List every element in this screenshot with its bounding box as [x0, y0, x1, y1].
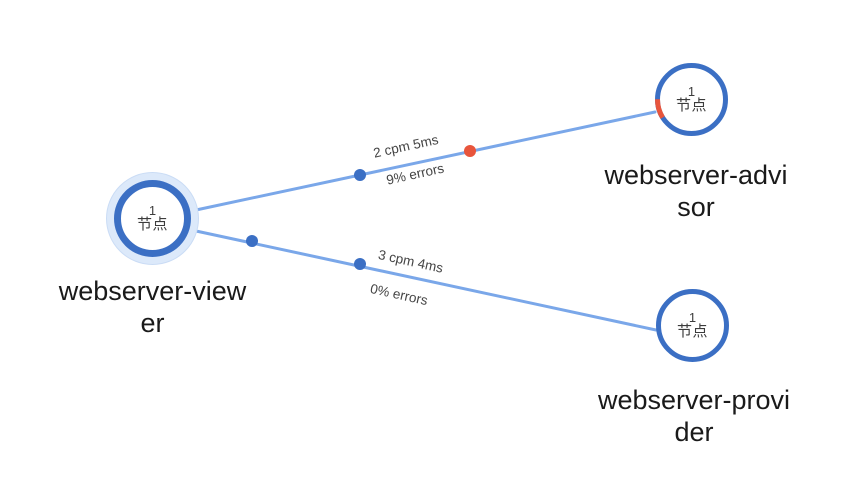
edge-marker-healthy-lower-far: [354, 258, 366, 270]
node-webserver-provider[interactable]: 1 节点: [656, 289, 729, 362]
node-viewer-unit: 节点: [136, 216, 168, 234]
service-label-advisor-line1: webserver-advi: [604, 160, 788, 190]
edge-marker-error-upper: [464, 145, 476, 157]
node-viewer-count: 1: [148, 202, 157, 218]
service-label-viewer-line2: er: [140, 307, 165, 338]
service-label-advisor-line2: sor: [677, 191, 715, 222]
service-label-provider-line2: der: [674, 416, 714, 447]
service-label-provider-line1: webserver-provi: [597, 385, 791, 415]
node-provider-unit: 节点: [676, 323, 708, 341]
edge-viewer-to-provider[interactable]: [194, 229, 658, 332]
edge-marker-healthy-lower-near: [246, 235, 258, 247]
node-webserver-advisor[interactable]: 1 节点: [655, 63, 728, 136]
edge-marker-healthy-upper: [354, 169, 366, 181]
node-advisor-unit: 节点: [675, 97, 707, 115]
node-provider-count: 1: [688, 309, 697, 325]
node-webserver-viewer[interactable]: 1 节点: [114, 180, 191, 257]
edge-viewer-to-advisor[interactable]: [194, 110, 657, 212]
service-label-viewer-line1: webserver-view: [58, 276, 247, 306]
node-advisor-count: 1: [687, 83, 696, 99]
